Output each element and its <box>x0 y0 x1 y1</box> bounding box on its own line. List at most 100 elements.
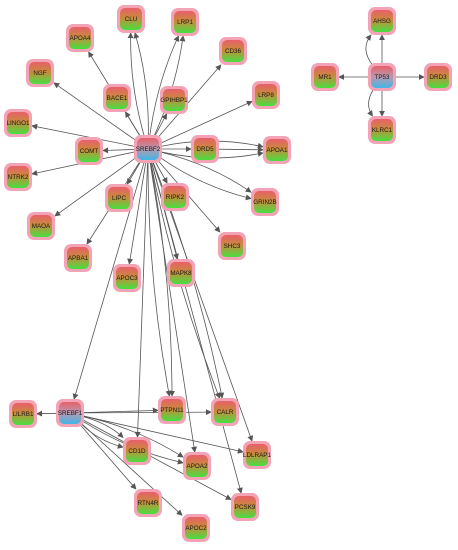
node-bace1[interactable]: BACE1 <box>103 84 131 112</box>
node-gpihbp1[interactable]: GPIHBP1 <box>160 86 188 114</box>
node-box <box>116 267 138 289</box>
node-label: PCSK9 <box>235 504 256 511</box>
node-label: MAOA <box>32 223 51 230</box>
node-label: LRP1 <box>177 19 193 26</box>
edge-srebf2-to-maoa <box>54 157 137 217</box>
node-label: APOA1 <box>267 147 288 154</box>
node-apba1[interactable]: APBA1 <box>64 244 92 272</box>
node-pcsk9[interactable]: PCSK9 <box>231 493 259 521</box>
edge-srebf2-to-pcsk9 <box>150 160 243 494</box>
node-box <box>194 138 216 160</box>
node-box <box>185 517 207 539</box>
node-ripk2[interactable]: RIPK2 <box>161 183 189 211</box>
node-box <box>214 401 236 423</box>
edge-srebf2-to-lrp8 <box>159 100 253 144</box>
edge-srebf2-to-bace1 <box>125 111 142 138</box>
node-label: SHC3 <box>224 243 241 250</box>
node-box <box>163 89 185 111</box>
edge-srebf2-to-lrp1 <box>149 35 180 138</box>
node-label: KLRC1 <box>372 127 393 134</box>
node-box <box>221 235 243 257</box>
node-maoa[interactable]: MAOA <box>27 212 55 240</box>
node-label: RTN4R <box>138 500 159 507</box>
node-box <box>137 492 159 514</box>
node-box <box>126 440 148 462</box>
node-lrp8[interactable]: LRP8 <box>252 81 280 109</box>
node-box <box>266 139 288 161</box>
node-klrc1[interactable]: KLRC1 <box>368 116 396 144</box>
edge-srebf1-to-cd1d <box>81 424 124 449</box>
node-box <box>222 40 244 62</box>
node-label: RIPK2 <box>166 194 185 201</box>
edge-srebf2-to-cd1d <box>134 160 148 438</box>
node-clu[interactable]: CLU <box>117 5 145 33</box>
node-drd5[interactable]: DRD5 <box>191 135 219 163</box>
node-box <box>7 166 29 188</box>
edge-srebf2-to-apoc3 <box>127 160 147 265</box>
node-box <box>371 66 393 88</box>
node-label: CLU <box>125 16 138 23</box>
node-label: LINGO1 <box>6 120 30 127</box>
node-ntrk2[interactable]: NTRK2 <box>4 163 32 191</box>
node-grin2b[interactable]: GRIN2B <box>251 188 279 216</box>
node-shc3[interactable]: SHC3 <box>218 232 246 260</box>
node-box <box>108 187 130 209</box>
node-label: CD36 <box>225 48 242 55</box>
node-drd3[interactable]: DRD3 <box>424 63 452 91</box>
edge-srebf2-to-ptpn11 <box>149 160 175 397</box>
node-cd1d[interactable]: CD1D <box>123 437 151 465</box>
node-box <box>78 140 100 162</box>
node-cd36[interactable]: CD36 <box>219 37 247 65</box>
node-label: AHSG <box>373 18 391 25</box>
node-label: DRD5 <box>196 146 214 153</box>
node-apoa4[interactable]: APOA4 <box>66 24 94 52</box>
edge-srebf1-to-apoc2 <box>81 423 183 516</box>
edge-srebf2-to-srebf1 <box>72 160 145 400</box>
edge-srebf2-to-cd36 <box>158 64 222 138</box>
node-label: DRD3 <box>429 74 447 81</box>
node-mapk8[interactable]: MAPK8 <box>167 259 195 287</box>
node-ahsg[interactable]: AHSG <box>368 7 396 35</box>
node-box <box>255 84 277 106</box>
node-box <box>106 87 128 109</box>
node-lipc[interactable]: LIPC <box>105 184 133 212</box>
node-ldlrap1[interactable]: LDLRAP1 <box>243 441 271 469</box>
node-apoa2[interactable]: APOA2 <box>183 452 211 480</box>
node-label: GRIN2B <box>253 199 276 206</box>
edge-srebf2-to-lipc <box>126 160 142 185</box>
edge-srebf1-to-rtn4r <box>80 424 137 490</box>
edge-srebf2-to-gpihbp1 <box>154 113 167 138</box>
edge-srebf2-to-apoa2 <box>149 160 197 453</box>
node-srebf1[interactable]: SREBF1 <box>56 399 84 427</box>
node-ngf[interactable]: NGF <box>26 59 54 87</box>
node-calr[interactable]: CALR <box>211 398 239 426</box>
node-label: CALR <box>217 409 234 416</box>
edge-srebf2-to-shc3 <box>158 160 221 233</box>
node-srebf2[interactable]: SREBF2 <box>134 135 162 163</box>
edge-srebf2-to-clu <box>133 32 149 138</box>
node-box <box>174 11 196 33</box>
node-apoc2[interactable]: APOC2 <box>182 514 210 542</box>
node-box <box>371 10 393 32</box>
node-lingo1[interactable]: LINGO1 <box>4 109 32 137</box>
node-comt[interactable]: COMT <box>75 137 103 165</box>
edge-tp53-to-klrc1 <box>367 88 375 117</box>
node-label: COMT <box>80 148 99 155</box>
edge-srebf2-to-clu <box>127 32 145 138</box>
edge-srebf1-to-cd1d <box>81 415 124 438</box>
node-rtn4r[interactable]: RTN4R <box>134 489 162 517</box>
node-mr1[interactable]: MR1 <box>311 63 339 91</box>
node-tp53[interactable]: TP53 <box>368 63 396 91</box>
node-apoc3[interactable]: APOC3 <box>113 264 141 292</box>
edge-srebf2-to-comt <box>102 147 137 154</box>
node-label: APOA4 <box>70 35 91 42</box>
edges-layer <box>31 32 425 516</box>
node-lrp1[interactable]: LRP1 <box>171 8 199 36</box>
node-ptpn11[interactable]: PTPN11 <box>158 396 186 424</box>
edge-srebf2-to-lingo1 <box>31 123 137 147</box>
edge-drd5-to-apoa1 <box>216 146 264 153</box>
node-apoa1[interactable]: APOA1 <box>263 136 291 164</box>
node-lilrb1[interactable]: LILRB1 <box>9 400 37 428</box>
